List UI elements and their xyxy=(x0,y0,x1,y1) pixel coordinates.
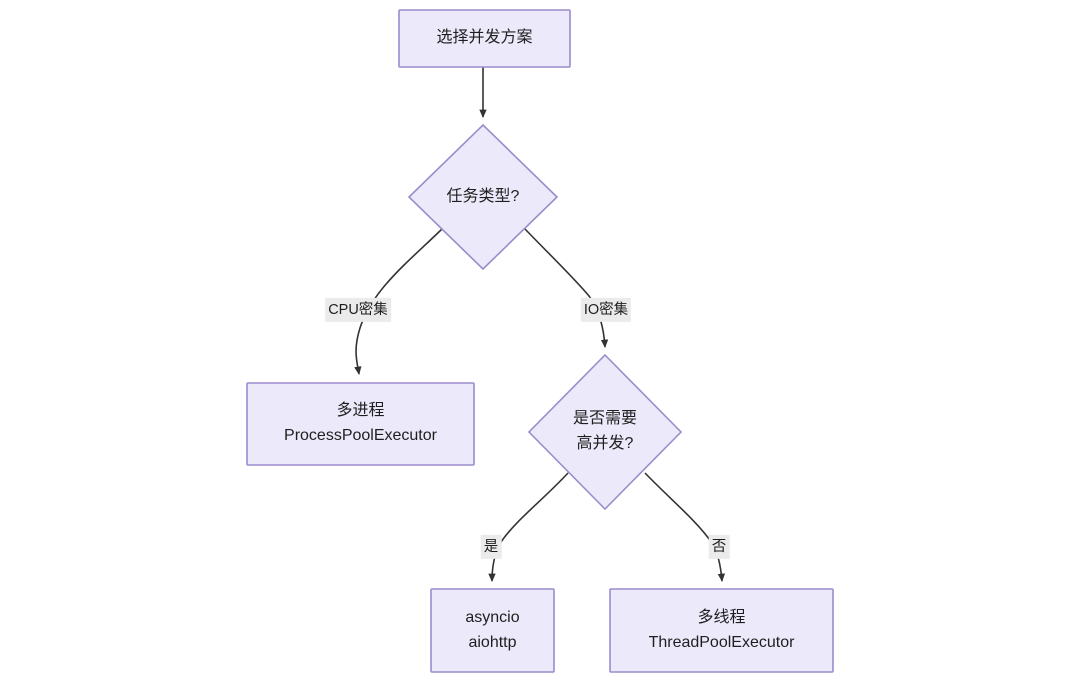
node-task-type[interactable] xyxy=(407,123,559,271)
node-asyncio[interactable] xyxy=(430,588,555,673)
edge-label-no: 否 xyxy=(708,534,730,560)
edge-need-high-concurrency-to-thread-pool xyxy=(644,472,726,582)
edge-task-type-to-need-high-concurrency xyxy=(524,228,609,348)
node-start[interactable] xyxy=(398,9,571,68)
node-process-pool[interactable] xyxy=(246,382,475,466)
node-thread-pool[interactable] xyxy=(609,588,834,673)
edge-label-yes: 是 xyxy=(480,534,502,560)
edge-label-cpu-intensive: CPU密集 xyxy=(325,297,391,323)
edge-label-io-intensive: IO密集 xyxy=(580,297,632,323)
node-need-high-concurrency[interactable] xyxy=(527,353,683,511)
edge-need-high-concurrency-to-asyncio xyxy=(488,472,569,582)
